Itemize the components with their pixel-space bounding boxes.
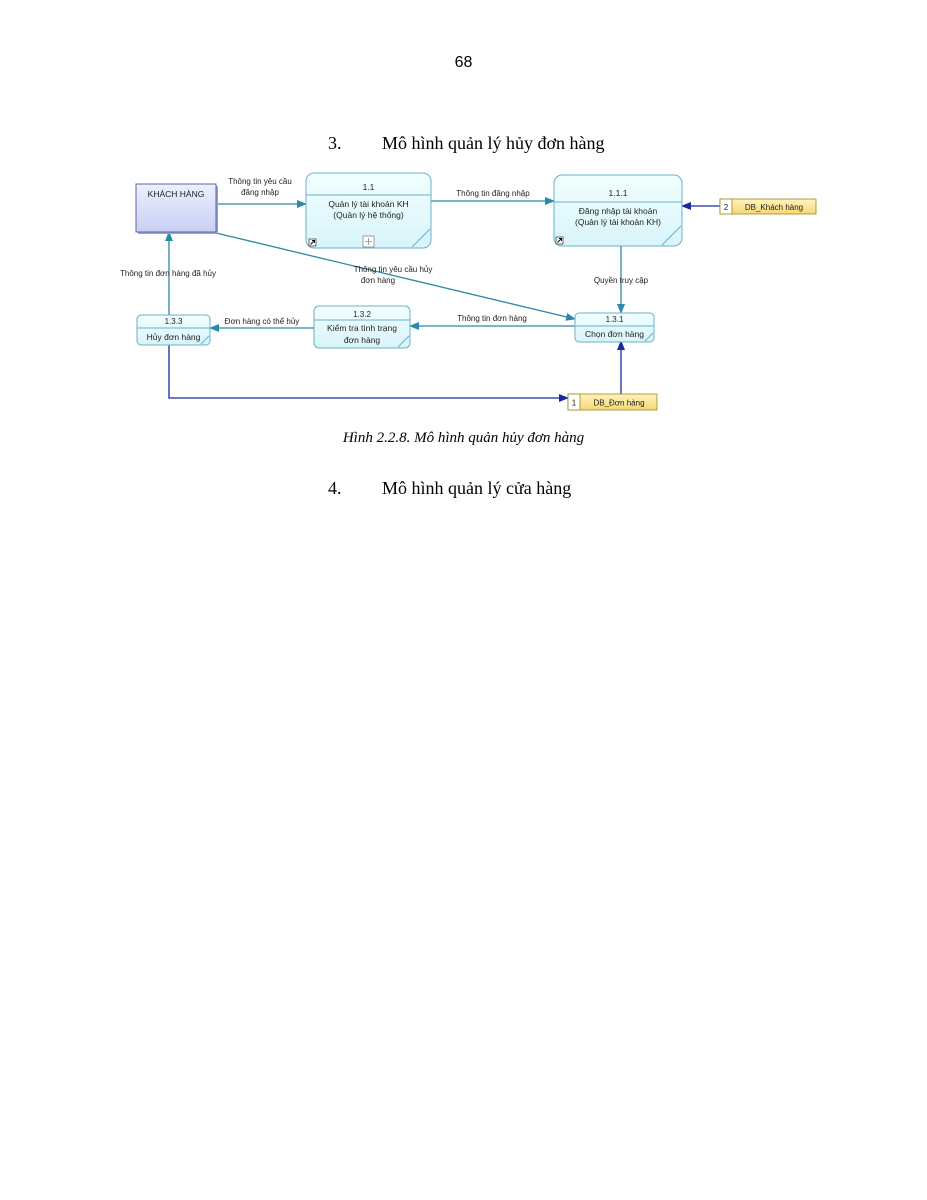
flow-cancel-request: [215, 232, 576, 321]
flow-label-cancel-request-2: đơn hàng: [361, 276, 395, 285]
process-id: 1.3.1: [606, 315, 624, 324]
section-title: Mô hình quản lý cửa hàng: [382, 478, 572, 498]
process-id: 1.1.1: [609, 188, 628, 198]
external-entity-khach-hang: KHÁCH HÀNG: [135, 183, 218, 234]
process-1-3-2: 1.3.2 Kiểm tra tình trạng đơn hàng: [313, 305, 411, 349]
plus-icon: [365, 238, 372, 245]
flow-label-login-info: Thông tin đăng nhập: [456, 189, 530, 198]
section-heading-3: 3. Mô hình quản lý hủy đơn hàng: [328, 133, 605, 154]
process-subname: (Quản lý hệ thống): [333, 210, 404, 220]
flow-label-cancelled-info: Thông tin đơn hàng đã hủy: [120, 269, 216, 278]
section-title: Mô hình quản lý hủy đơn hàng: [382, 133, 605, 153]
section-number: 4.: [328, 478, 342, 498]
process-1-1-1: 1.1.1 Đăng nhập tài khoản (Quản lý tài k…: [553, 174, 683, 247]
process-subname: (Quản lý tài khoản KH): [575, 217, 661, 227]
process-name: Đăng nhập tài khoản: [579, 206, 658, 216]
process-id: 1.3.2: [353, 310, 371, 319]
section-number: 3.: [328, 133, 342, 153]
figure-caption: Hình 2.2.8. Mô hình quản hủy đơn hàng: [342, 430, 585, 446]
flow-label-login-request-1: Thông tin yêu cầu: [228, 177, 292, 186]
process-1-3-3: 1.3.3 Hủy đơn hàng: [136, 314, 211, 346]
process-name: Hủy đơn hàng: [147, 332, 201, 342]
process-id: 1.1: [363, 182, 375, 192]
shortcut-arrow-icon: [557, 238, 562, 243]
store-number: 1: [572, 399, 577, 408]
process-1-3-1: 1.3.1 Chọn đơn hàng: [574, 312, 655, 343]
process-name: Quản lý tài khoản KH: [328, 199, 408, 209]
flow-label-cancel-request-1: Thông tin yêu cầu hủy: [354, 265, 433, 274]
store-name: DB_Đơn hàng: [593, 399, 644, 408]
entity-label: KHÁCH HÀNG: [148, 189, 205, 199]
store-name: DB_Khách hàng: [745, 203, 803, 212]
store-number: 2: [724, 203, 729, 212]
section-heading-4: 4. Mô hình quản lý cửa hàng: [328, 478, 571, 499]
flow-label-order-info: Thông tin đơn hàng: [457, 314, 527, 323]
flow-label-login-request-2: đăng nhập: [241, 188, 279, 197]
flow-labels: Thông tin yêu cầu đăng nhập Thông tin đă…: [120, 177, 649, 326]
process-name: Kiểm tra tình trạng: [327, 323, 397, 333]
shortcut-arrow-icon: [310, 240, 315, 245]
process-id: 1.3.3: [165, 317, 183, 326]
data-store-don-hang: 1 DB_Đơn hàng: [567, 393, 658, 411]
page-number: 68: [454, 54, 473, 71]
process-subname: đơn hàng: [344, 335, 381, 345]
data-store-khach-hang: 2 DB_Khách hàng: [719, 198, 817, 215]
flow-label-access: Quyền truy cập: [594, 276, 649, 285]
flow-order-db-write: [168, 345, 569, 402]
process-name: Chọn đơn hàng: [585, 329, 644, 339]
process-1-1: 1.1 Quản lý tài khoản KH (Quản lý hệ thố…: [305, 172, 432, 249]
flow-lines: [165, 197, 720, 402]
flow-label-cancelable: Đơn hàng có thể hủy: [225, 317, 300, 326]
